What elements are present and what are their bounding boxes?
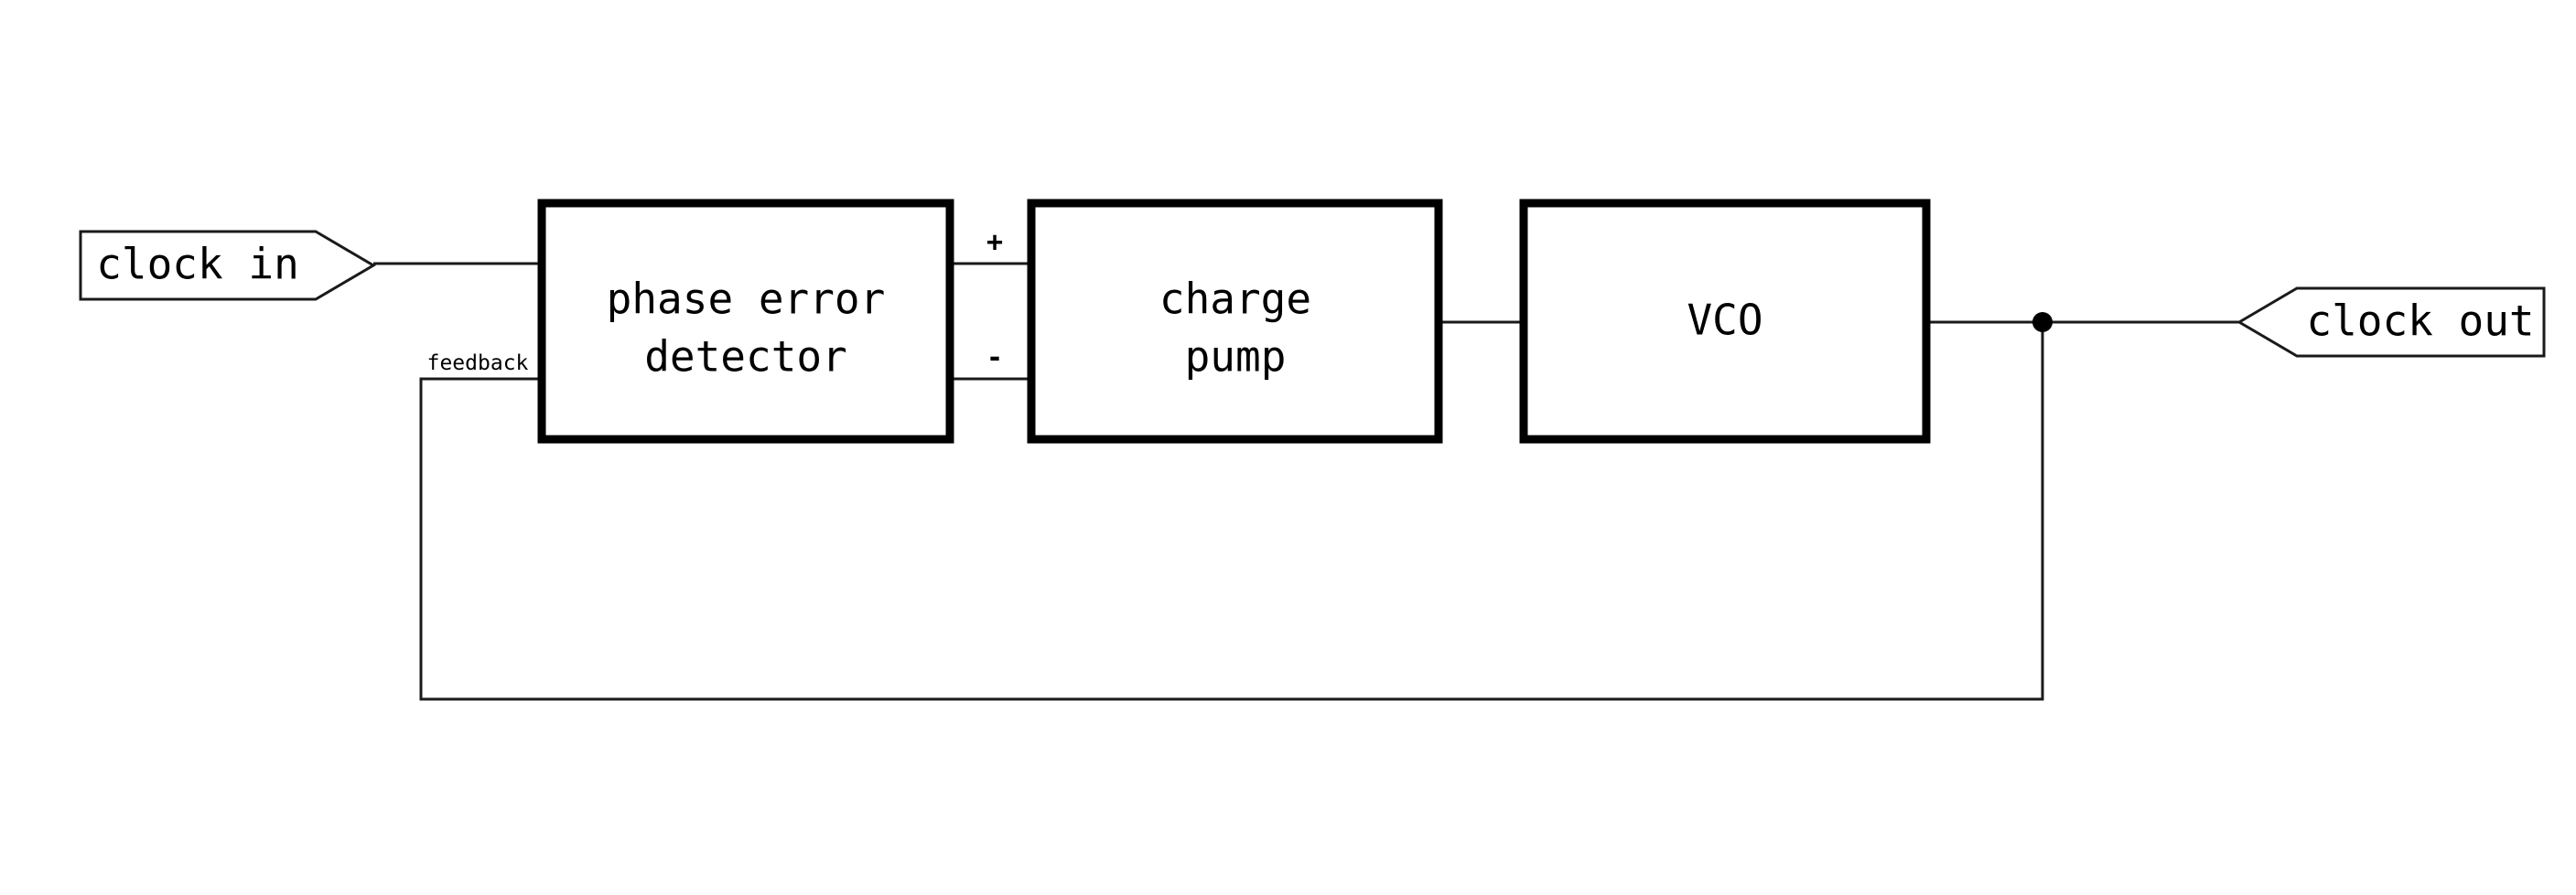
clock-out-shape [2236, 286, 2546, 358]
clock-out-label: clock out [2306, 297, 2534, 346]
phase-error-detector-box [537, 199, 954, 444]
wire-feedback-loop [419, 322, 2044, 701]
block-phase-error-detector[interactable]: phase error detector [537, 199, 954, 444]
charge-pump-label-line1: charge [1159, 275, 1311, 324]
charge-pump-box [1027, 199, 1443, 444]
block-charge-pump[interactable]: charge pump [1027, 199, 1443, 444]
clock-in-shape [79, 230, 376, 301]
vco-box [1519, 199, 1931, 444]
clock-in-label: clock in [96, 240, 299, 289]
minus-port-label: - [986, 342, 1003, 374]
block-vco[interactable]: VCO [1519, 199, 1931, 444]
feedback-wire-label: feedback [427, 351, 529, 375]
phase-error-detector-label-line1: phase error [607, 275, 886, 324]
charge-pump-label-line2: pump [1185, 332, 1287, 382]
vco-output-junction-dot [2032, 312, 2053, 332]
vco-label-line1: VCO [1687, 296, 1762, 345]
port-sign-labels: + - [986, 227, 1003, 374]
plus-port-label: + [986, 227, 1003, 259]
wires-layer [373, 262, 2239, 701]
clock-in-port[interactable]: clock in [79, 230, 376, 301]
phase-error-detector-label-line2: detector [644, 332, 847, 382]
clock-out-port[interactable]: clock out [2236, 286, 2546, 358]
